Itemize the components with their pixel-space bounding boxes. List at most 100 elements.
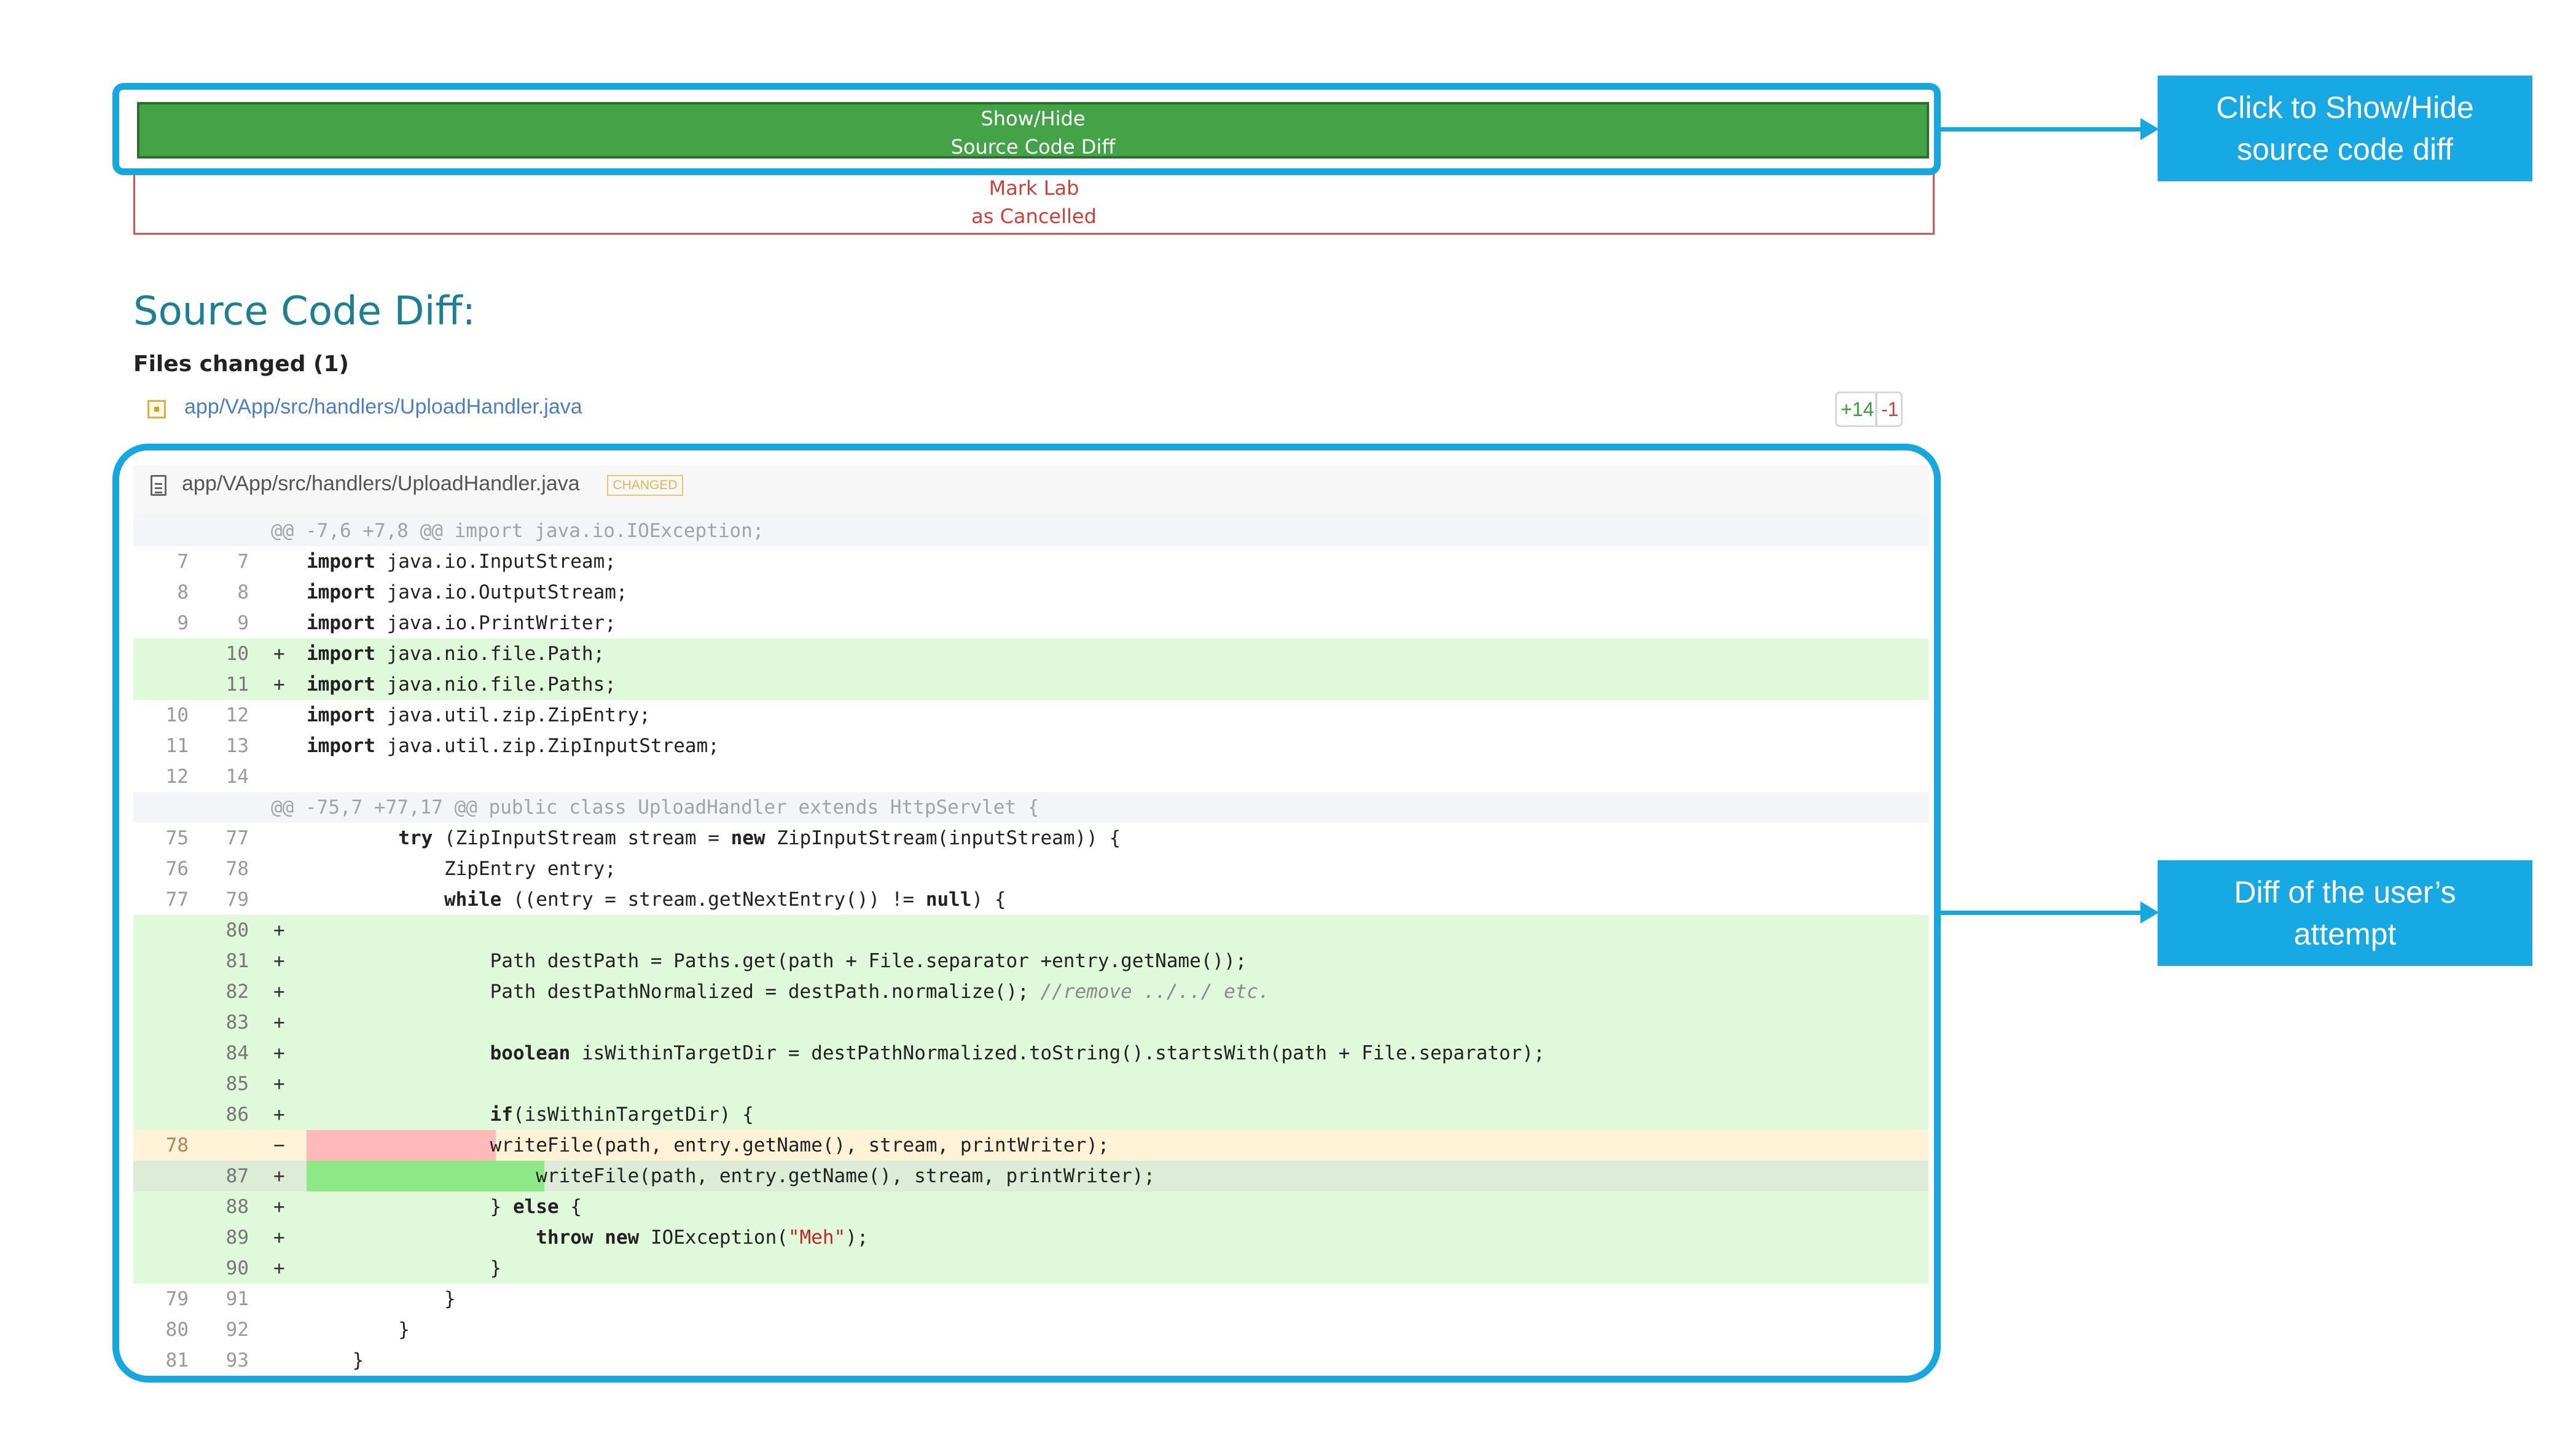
new-line-number: 12: [225, 704, 249, 726]
diff-line: 10 + import java.nio.file.Path;: [133, 638, 1928, 669]
new-line-number: 83: [225, 1011, 249, 1034]
old-line-number: 11: [165, 735, 189, 757]
old-line-number: 80: [165, 1319, 189, 1341]
old-line-number: 78: [165, 1134, 189, 1156]
code-text: import java.io.PrintWriter;: [307, 612, 616, 634]
new-line-number: 88: [225, 1196, 249, 1218]
code-text: throw new IOException("Meh");: [536, 1226, 869, 1249]
diff-marker: +: [273, 1011, 285, 1034]
diff-line: 87 + writeFile(path, entry.getName(), str…: [133, 1161, 1928, 1191]
additions-count-badge: +14: [1835, 391, 1877, 427]
new-line-number: 81: [225, 950, 249, 972]
new-line-number: 10: [225, 643, 249, 665]
show-hide-highlight-frame: [112, 83, 1941, 175]
callout-arrowhead-top: [2140, 118, 2159, 140]
diff-line: 88+ } else {: [133, 1191, 1928, 1222]
new-line-number: 8: [237, 581, 249, 603]
callout-bottom-line1: Diff of the user’s: [2234, 875, 2456, 909]
show-hide-label-line2: Source Code Diff: [950, 135, 1116, 159]
diff-line: 84+ boolean isWithinTargetDir = destPath…: [133, 1038, 1928, 1069]
new-line-number: 79: [225, 889, 249, 911]
new-line-number: 7: [237, 551, 249, 573]
code-text: import java.util.zip.ZipInputStream;: [307, 735, 719, 757]
diff-line: 11 + import java.nio.file.Paths;: [133, 669, 1928, 700]
old-line-number: 8: [177, 581, 189, 603]
code-text: import java.nio.file.Path;: [307, 643, 605, 665]
show-hide-label-line1: Show/Hide: [981, 107, 1086, 130]
new-line-number: 86: [225, 1104, 249, 1126]
code-text: writeFile(path, entry.getName(), stream,…: [307, 1134, 1110, 1156]
diff-line: 83 +: [133, 1007, 1928, 1038]
old-line-number: 10: [165, 704, 189, 726]
old-line-number: 81: [165, 1349, 189, 1371]
new-line-number: 89: [225, 1226, 249, 1249]
code-text: if(isWithinTargetDir) {: [490, 1104, 754, 1126]
code-text: Path destPathNormalized = destPath.norma…: [307, 981, 1270, 1003]
mark-lab-label-line1: Mark Lab: [989, 176, 1079, 200]
diff-line: 78− writeFile(path, entry.getName(), str…: [133, 1130, 1928, 1161]
file-modified-icon: [147, 400, 166, 418]
new-line-number: 92: [225, 1319, 249, 1341]
code-text: import java.io.OutputStream;: [307, 581, 628, 603]
mark-lab-label-line2: as Cancelled: [971, 205, 1097, 228]
old-line-number: 12: [165, 766, 189, 788]
new-line-number: 93: [225, 1349, 249, 1371]
new-line-number: 91: [225, 1288, 249, 1310]
diff-marker: +: [273, 1042, 285, 1064]
callout-arrow-top: [1941, 127, 2143, 131]
diff-highlight-frame: [112, 444, 1941, 1383]
code-text: import java.util.zip.ZipEntry;: [307, 704, 651, 726]
diff-line: 81+ Path destPath = Paths.get(path + Fil…: [133, 946, 1928, 976]
code-text: writeFile(path, entry.getName(), stream,…: [307, 1165, 1156, 1187]
code-text: import java.nio.file.Paths;: [307, 673, 616, 696]
code-text: }: [307, 1349, 364, 1371]
file-document-icon: [151, 475, 166, 496]
removed-whitespace-highlight: [307, 1130, 496, 1161]
changed-file-link[interactable]: app/VApp/src/handlers/UploadHandler.java: [184, 395, 582, 418]
hunk-text: @@ -75,7 +77,17 @@ public class UploadHa…: [271, 796, 1039, 818]
diff-line: 90+ }: [133, 1253, 1928, 1284]
callout-show-hide: Click to Show/Hide source code diff: [2158, 76, 2532, 181]
diff-line: 8 8 import java.io.OutputStream;: [133, 577, 1928, 608]
diff-marker: +: [273, 643, 285, 665]
new-line-number: 14: [225, 766, 249, 788]
diff-line: 80 92 }: [133, 1314, 1928, 1345]
show-hide-source-diff-button[interactable]: Show/Hide Source Code Diff: [137, 102, 1929, 159]
old-line-number: 9: [177, 612, 189, 634]
callout-top-line1: Click to Show/Hide: [2216, 90, 2474, 125]
mark-lab-cancelled-button[interactable]: Mark Lab as Cancelled: [133, 170, 1935, 235]
new-line-number: 11: [225, 673, 249, 696]
code-text: }: [307, 1319, 410, 1341]
diff-marker: +: [273, 1257, 285, 1279]
diff-marker: +: [273, 1226, 285, 1249]
diff-marker: +: [273, 673, 285, 696]
new-line-number: 87: [225, 1165, 249, 1187]
diff-marker: +: [273, 919, 285, 941]
code-text: import java.io.InputStream;: [307, 551, 616, 573]
diff-hunk-header: @@ -7,6 +7,8 @@ import java.io.IOExcepti…: [133, 516, 1928, 546]
new-line-number: 9: [237, 612, 249, 634]
diff-line: 12 14: [133, 761, 1928, 792]
callout-arrowhead-bottom: [2140, 901, 2159, 924]
diff-line: 82+ Path destPathNormalized = destPath.n…: [133, 976, 1928, 1007]
diff-line: 85+: [133, 1069, 1928, 1099]
diff-marker: +: [273, 1165, 285, 1187]
diff-marker: +: [273, 1104, 285, 1126]
hunk-text: @@ -7,6 +7,8 @@ import java.io.IOExcepti…: [271, 520, 764, 542]
diff-marker: +: [273, 1196, 285, 1218]
diff-line: 9 9 import java.io.PrintWriter;: [133, 608, 1928, 638]
callout-arrow-bottom: [1941, 911, 2143, 915]
callout-diff-attempt: Diff of the user’s attempt: [2158, 860, 2532, 966]
diff-hunk-header: @@ -75,7 +77,17 @@ public class UploadHa…: [133, 792, 1928, 823]
old-line-number: 77: [165, 889, 189, 911]
old-line-number: 75: [165, 827, 189, 849]
code-text: ZipEntry entry;: [307, 858, 616, 880]
new-line-number: 80: [225, 919, 249, 941]
new-line-number: 84: [225, 1042, 249, 1064]
callout-bottom-line2: attempt: [2293, 917, 2397, 951]
changed-status-badge: CHANGED: [607, 475, 683, 496]
new-line-number: 85: [225, 1073, 249, 1095]
